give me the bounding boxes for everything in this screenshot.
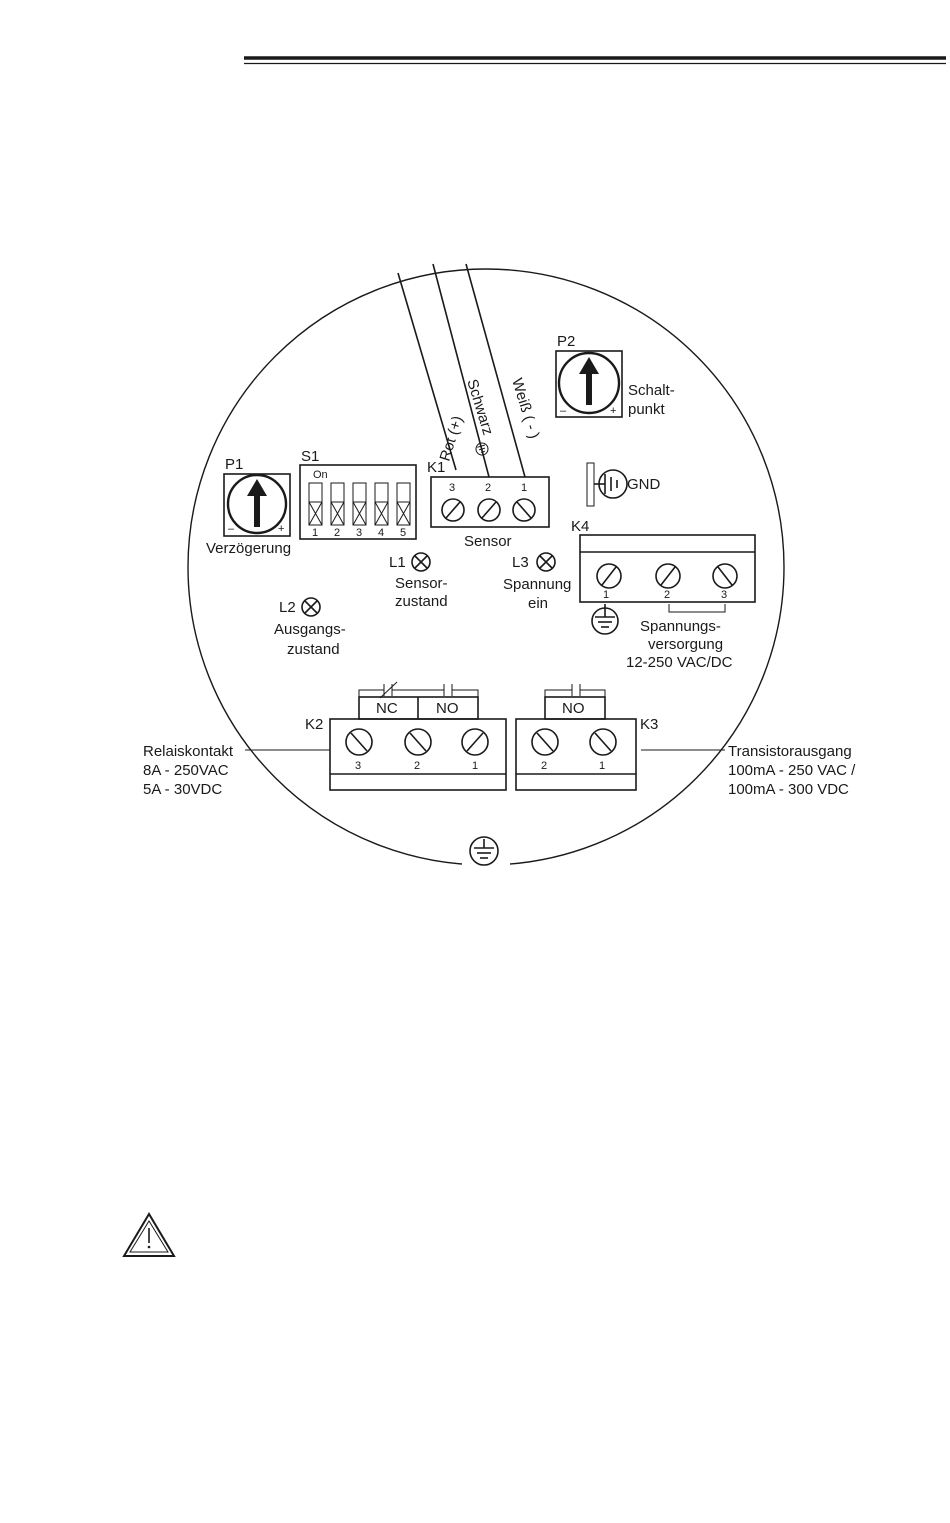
l3-caption-line2: ein [528, 595, 548, 612]
k4-earth-icon [591, 604, 619, 635]
l2-caption-line1: Ausgangs- [274, 621, 346, 638]
s1-dip-levers[interactable] [308, 482, 411, 526]
sensor-cable [397, 263, 526, 478]
k3-no-label: NO [562, 700, 585, 717]
k3-terminal-block [515, 718, 637, 791]
s1-on-label: On [313, 469, 328, 481]
p1-minus: – [228, 523, 235, 535]
k1-pin-2: 2 [485, 482, 491, 494]
p2-potentiometer[interactable] [555, 350, 623, 418]
l1-led-icon [411, 552, 431, 572]
k4-screws[interactable] [596, 563, 738, 589]
k4-caption-line3: 12-250 VAC/DC [626, 654, 733, 671]
k1-terminal-block [430, 476, 550, 528]
k2-desc-line1: Relaiskontakt [143, 743, 234, 760]
k1-pin-3: 3 [449, 482, 455, 494]
gnd-icon [586, 462, 628, 507]
k4-pin-2: 2 [664, 589, 670, 601]
p1-caption: Verzögerung [206, 540, 291, 557]
warning-icon [122, 1212, 176, 1257]
k3-desc-line3: 100mA - 300 VDC [728, 781, 849, 798]
k1-pin-1: 1 [521, 482, 527, 494]
p2-plus: + [610, 405, 616, 417]
k4-pin-1: 1 [603, 589, 609, 601]
wire-label-white: Weiß ( - ) [508, 376, 542, 440]
l2-label: L2 [279, 599, 296, 616]
k2-desc-line2: 8A - 250VAC [143, 762, 229, 779]
k4-bracket [668, 604, 726, 613]
k4-pin-3: 3 [721, 589, 727, 601]
s1-pos-1: 1 [312, 527, 318, 539]
p1-plus: + [278, 523, 284, 535]
k2-pin-1: 1 [472, 760, 478, 772]
k4-label: K4 [571, 518, 589, 535]
k3-pin-2: 2 [541, 760, 547, 772]
gnd-label: GND [627, 476, 661, 493]
k1-label: K1 [427, 459, 445, 476]
k3-desc-line2: 100mA - 250 VAC / [728, 762, 856, 779]
k2-terminal-block [329, 718, 507, 791]
p2-caption-line2: punkt [628, 401, 666, 418]
k3-label: K3 [640, 716, 658, 733]
k2-pin-2: 2 [414, 760, 420, 772]
l3-caption-line1: Spannung [503, 576, 571, 593]
wire-label-black: Schwarz [463, 377, 496, 437]
k4-terminal-block [579, 534, 756, 603]
k3-desc-line1: Transistorausgang [728, 743, 852, 760]
k2-screws[interactable] [345, 728, 489, 756]
s1-label: S1 [301, 448, 319, 465]
l1-label: L1 [389, 554, 406, 571]
k2-contact-symbol [358, 681, 479, 719]
l1-caption-line2: zustand [395, 593, 448, 610]
s1-pos-5: 5 [400, 527, 406, 539]
black-wire-earth-icon [475, 442, 489, 456]
p1-label: P1 [225, 456, 243, 473]
p2-minus: – [560, 405, 567, 417]
s1-dip-switch-body [299, 464, 417, 540]
s1-pos-4: 4 [378, 527, 384, 539]
l3-led-icon [536, 552, 556, 572]
k2-nc-label: NC [376, 700, 398, 717]
header-rule [244, 56, 946, 65]
l1-caption-line1: Sensor- [395, 575, 448, 592]
p1-potentiometer[interactable] [223, 473, 291, 537]
p2-caption-line1: Schalt- [628, 382, 675, 399]
k2-desc-line3: 5A - 30VDC [143, 781, 222, 798]
l2-led-icon [301, 597, 321, 617]
p2-label: P2 [557, 333, 575, 350]
housing-earth-icon [462, 836, 510, 866]
k2-pin-3: 3 [355, 760, 361, 772]
housing-outline [187, 268, 785, 866]
l2-caption-line2: zustand [287, 641, 340, 658]
k3-screws[interactable] [531, 728, 617, 756]
k4-caption-line2: versorgung [648, 636, 723, 653]
k3-pin-1: 1 [599, 760, 605, 772]
k1-screws[interactable] [441, 498, 536, 522]
l3-label: L3 [512, 554, 529, 571]
s1-pos-2: 2 [334, 527, 340, 539]
k1-caption: Sensor [464, 533, 512, 550]
k2-no-label: NO [436, 700, 459, 717]
k4-caption-line1: Spannungs- [640, 618, 721, 635]
s1-pos-3: 3 [356, 527, 362, 539]
k2-label: K2 [305, 716, 323, 733]
